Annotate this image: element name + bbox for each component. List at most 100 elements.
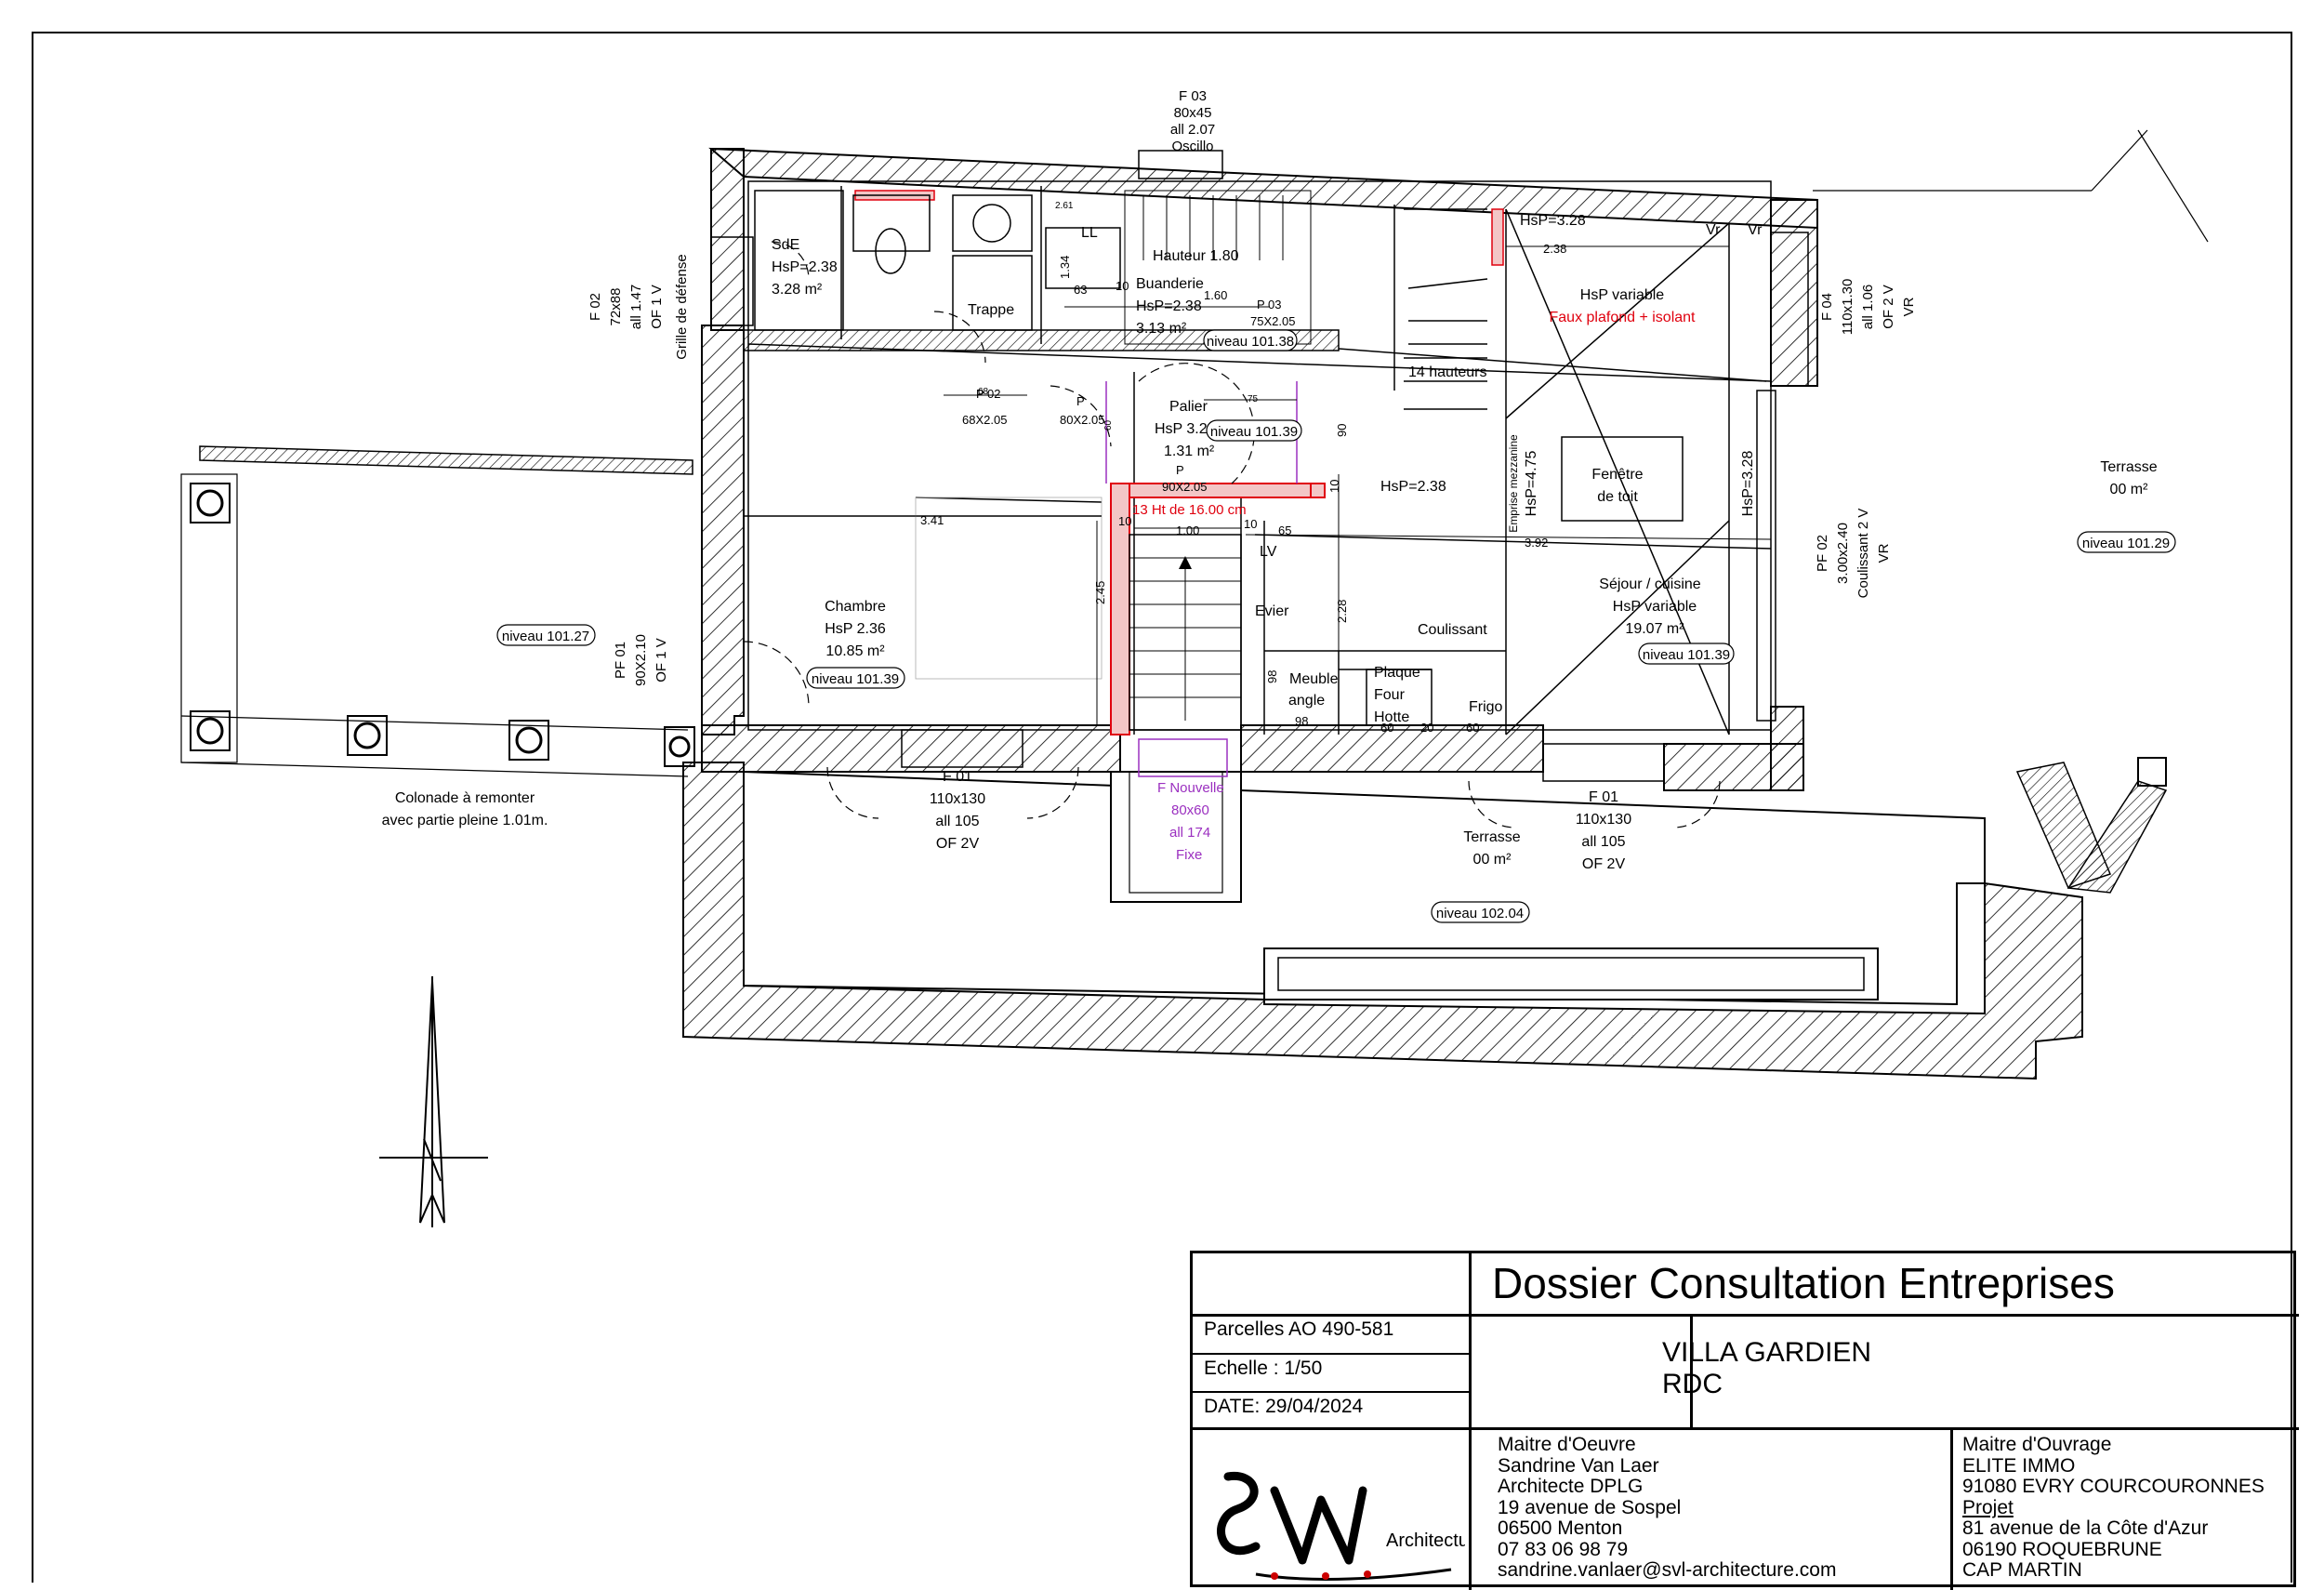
north-arrow-icon (379, 976, 488, 1227)
lower-terrace (682, 757, 2168, 1080)
hsp328-top: HsP=3.28 (1520, 213, 1586, 229)
f02-label-4: OF 1 V (649, 285, 665, 329)
moe-block: Maitre d'Oeuvre Sandrine Van Laer Archit… (1498, 1434, 1837, 1582)
f01-left-4: OF 2V (936, 836, 980, 852)
mo-line: ELITE IMMO (1962, 1454, 2076, 1477)
project-level: RDC (1662, 1369, 1723, 1399)
dim-text: 2.38 (1543, 242, 1566, 256)
sde-area: 3.28 m² (772, 282, 823, 298)
project-title: VILLA GARDIEN RDC (1662, 1337, 1871, 1400)
f03-label-4: Oscillo (1171, 139, 1213, 154)
hsp238-label: HsP=2.38 (1380, 479, 1446, 495)
level-tag: niveau 102.04 (1436, 906, 1524, 921)
fenetre-label-2: de toit (1597, 489, 1638, 505)
dim-text: 60 (1380, 721, 1393, 735)
pf02-label-4: VR (1876, 543, 1892, 563)
echelle-text: Echelle : 1/50 (1204, 1358, 1323, 1379)
p02-label-2: 68X2.05 (962, 413, 1007, 427)
pf02-label-1: PF 02 (1815, 535, 1830, 572)
staircase (854, 190, 1504, 735)
parcelles-text: Parcelles AO 490-581 (1204, 1318, 1394, 1340)
moe-line: 07 83 06 98 79 (1498, 1538, 1629, 1560)
sejour-area: 19.07 m² (1625, 621, 1684, 637)
sde-name: SdE (772, 237, 799, 253)
interior-walls (744, 180, 1772, 735)
mo-line: 06190 ROQUEBRUNE (1962, 1538, 2162, 1560)
dim-text: 2.45 (1093, 581, 1107, 604)
f02-label-1: F 02 (588, 293, 603, 321)
ll-label: LL (1081, 225, 1098, 241)
buanderie-area: 3.13 m² (1136, 321, 1187, 337)
p80-label-2: 80X2.05 (1060, 413, 1104, 427)
colonade-label-1: Colonade à remonter (395, 790, 535, 806)
fenetre-label-1: Fenêtre (1591, 467, 1643, 483)
terrasse-bottom-1: Terrasse (1463, 829, 1520, 845)
trappe-label: Trappe (968, 302, 1014, 318)
vr-top: Vr (1706, 222, 1721, 238)
building-walls (701, 147, 1818, 791)
plaque-label-1: Plaque (1374, 665, 1420, 681)
emprise-label: Emprise mezzanine (1507, 434, 1520, 533)
f01-left-2: 110x130 (930, 791, 985, 807)
evier-label: Evier (1255, 603, 1289, 619)
palier-name: Palier (1169, 399, 1208, 415)
logo-text: Architecture (1386, 1530, 1465, 1551)
hauteur-label: Hauteur 1.80 (1153, 248, 1239, 264)
level-tag: niveau 101.39 (1210, 424, 1298, 440)
hsp-variable-label: HsP variable (1580, 287, 1665, 303)
chambre-area: 10.85 m² (825, 643, 885, 659)
buanderie-hsp: HsP=2.38 (1136, 298, 1202, 314)
dim-text: 3.92 (1525, 536, 1548, 550)
f01-right-4: OF 2V (1582, 856, 1626, 872)
pf01-label-1: PF 01 (613, 642, 628, 679)
moe-line: 06500 Menton (1498, 1517, 1623, 1539)
p80-label-1: P (1076, 394, 1085, 408)
sheet-border (32, 32, 2292, 1583)
dimension-lines (748, 245, 1772, 726)
moe-email[interactable]: sandrine.vanlaer@svl-architecture.com (1498, 1559, 1837, 1581)
f01-right-2: 110x130 (1576, 812, 1631, 828)
plaque-label-2: Four (1374, 687, 1406, 703)
sanitary-fixtures (754, 190, 1121, 331)
moe-line: 19 avenue de Sospel (1498, 1496, 1682, 1518)
stair-red-label: 13 Ht de 16.00 cm (1132, 502, 1247, 518)
level-tag: niveau 101.38 (1207, 334, 1294, 350)
palier-area: 1.31 m² (1164, 444, 1215, 459)
p03-label-2: 75X2.05 (1250, 314, 1295, 328)
mo-block: Maitre d'Ouvrage ELITE IMMO 91080 EVRY C… (1962, 1434, 2265, 1582)
f04-label-5: VR (1901, 297, 1917, 316)
pf01-label-3: OF 1 V (654, 638, 669, 682)
dim-text: 2.61 (1055, 201, 1074, 211)
moe-line: Architecte DPLG (1498, 1476, 1644, 1497)
f03-label-2: 80x45 (1174, 105, 1212, 121)
moe-line: Sandrine Van Laer (1498, 1454, 1659, 1477)
dim-text: 10 (1244, 517, 1257, 531)
dim-text: 2.28 (1335, 600, 1349, 623)
dim-text: 98 (1265, 670, 1279, 683)
chambre-hsp: HsP 2.36 (825, 621, 886, 637)
pf01-label-2: 90X2.10 (633, 634, 649, 686)
dim-text: 10 (1116, 279, 1129, 293)
f04-label-3: all 1.06 (1860, 285, 1876, 329)
f-nouvelle-4: Fixe (1176, 847, 1202, 863)
level-tag: niveau 101.27 (502, 629, 589, 644)
hsp328-right-label: HsP=3.28 (1740, 451, 1756, 517)
windows (710, 150, 1809, 782)
svl-logo: Architecture (1200, 1435, 1486, 1583)
hauteurs-label: 14 hauteurs (1408, 364, 1487, 380)
f02-label-2: 72x88 (608, 288, 624, 326)
dim-text: 65 (1278, 523, 1291, 537)
mo-line: CAP MARTIN (1962, 1559, 2082, 1581)
title-block: Dossier Consultation Entreprises Parcell… (1190, 1251, 2299, 1590)
mo-line: Maitre d'Ouvrage (1962, 1434, 2112, 1455)
meuble-label-2: angle (1288, 693, 1325, 709)
f-nouvelle-1: F Nouvelle (1157, 780, 1224, 796)
project-name: VILLA GARDIEN (1662, 1337, 1872, 1368)
f01-right-1: F 01 (1589, 789, 1618, 805)
dim-text: 63 (1074, 283, 1087, 297)
moe-line: Maitre d'Oeuvre (1498, 1434, 1636, 1455)
f01-left-1: F 01 (943, 769, 972, 785)
dim-text: 68 (978, 387, 989, 397)
meuble-label-1: Meuble (1289, 671, 1339, 687)
dim-text: 10 (1327, 480, 1341, 493)
